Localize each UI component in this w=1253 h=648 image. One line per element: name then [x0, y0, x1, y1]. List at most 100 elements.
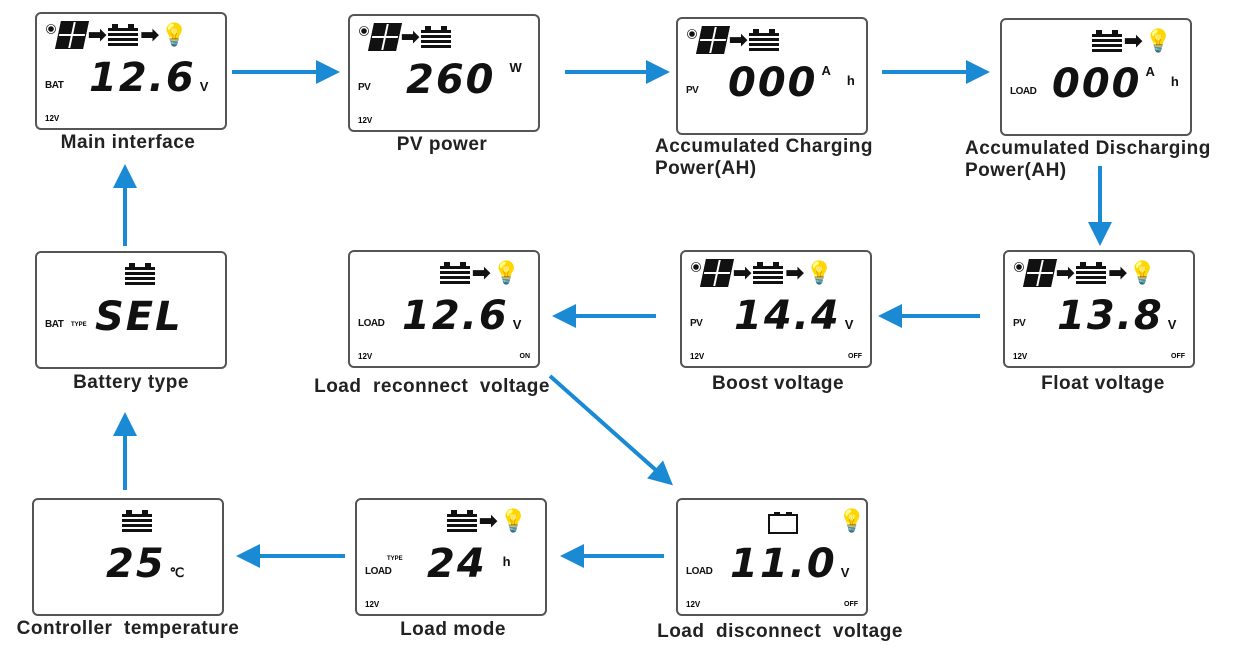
arrow-reconnect-to-disconnect	[548, 374, 673, 486]
unit-label-h: h	[1170, 74, 1179, 89]
caption-main-interface: Main interface	[60, 132, 196, 153]
load-status-label: OFF	[1171, 353, 1185, 360]
arrow-right-icon: ➡	[88, 22, 107, 47]
sun-icon	[689, 31, 695, 37]
load-status-label: ON	[519, 353, 531, 360]
battery-voltage-label: 12V	[1013, 352, 1028, 361]
lcd-value: 12.6	[89, 55, 196, 101]
battery-icon	[421, 26, 452, 50]
solar-panel-icon	[55, 21, 89, 49]
bulb-icon: 💡	[499, 508, 527, 533]
unit-label: V	[512, 317, 522, 332]
solar-panel-icon	[1023, 259, 1057, 287]
bulb-icon: 💡	[805, 260, 834, 285]
battery-icon	[1076, 262, 1107, 286]
battery-voltage-label: 12V	[358, 352, 373, 361]
caption-float-voltage: Float voltage	[1041, 373, 1165, 394]
status-icons: ➡💡	[447, 506, 527, 536]
load-status-label: OFF	[848, 353, 862, 360]
mode-label: LOAD	[365, 566, 392, 577]
type-label: TYPE	[71, 322, 87, 328]
bulb-icon: 💡	[492, 260, 520, 285]
caption-boost-voltage: Boost voltage	[711, 373, 845, 394]
sun-icon	[693, 264, 699, 270]
lcd-value: 11.0	[730, 541, 837, 587]
caption-load-reconnect-voltage: Load reconnect voltage	[314, 376, 550, 397]
arrow-right-icon: ➡	[785, 260, 804, 285]
status-icons: ➡💡	[1092, 26, 1172, 56]
battery-icon	[447, 510, 477, 534]
solar-panel-icon	[700, 259, 734, 287]
status-icons	[125, 259, 155, 289]
caption-accumulated-charging: Accumulated Charging Power(AH)	[655, 136, 873, 179]
mode-label: PV	[1013, 318, 1026, 329]
bulb-off-icon: 💡	[838, 508, 866, 533]
caption-controller-temperature: Controller temperature	[16, 618, 240, 639]
mode-label: LOAD	[1010, 86, 1037, 97]
battery-icon	[440, 262, 470, 286]
unit-label: A	[1145, 64, 1155, 79]
lcd-value: 25	[106, 541, 166, 587]
status-icons: ➡➡💡	[692, 258, 833, 288]
load-status-label: OFF	[844, 601, 858, 608]
mode-label: LOAD	[358, 318, 385, 329]
battery-voltage-label: 12V	[690, 352, 705, 361]
lcd-value: 000	[728, 60, 818, 106]
bulb-icon: 💡	[1144, 28, 1172, 53]
lcd-readout: 260 W	[406, 56, 522, 102]
status-icons: ➡💡	[440, 258, 520, 288]
unit-label: W	[509, 60, 522, 75]
lcd-value: 000	[1052, 61, 1142, 107]
caption-pv-power: PV power	[396, 134, 488, 155]
unit-label: V	[844, 317, 854, 332]
unit-label: V	[199, 79, 209, 94]
mode-label: PV	[686, 85, 699, 96]
lcd-value: 12.6	[402, 293, 509, 339]
status-icons: ➡➡💡	[47, 20, 188, 50]
mode-label: LOAD	[686, 566, 713, 577]
unit-label: V	[840, 565, 850, 580]
status-icons	[122, 506, 152, 536]
lcd-panel-controller-temperature: 25℃	[32, 498, 224, 616]
battery-icon	[122, 510, 152, 534]
battery-empty-icon	[768, 512, 798, 534]
arrow-right-icon: ➡	[401, 24, 420, 49]
unit-label-h: h	[502, 554, 511, 569]
caption-battery-type: Battery type	[73, 372, 189, 393]
caption-load-mode: Load mode	[400, 619, 506, 640]
lcd-value: 260	[406, 57, 496, 103]
caption-accumulated-discharging: Accumulated Discharging Power(AH)	[965, 138, 1211, 181]
mode-label: BAT	[45, 80, 64, 91]
battery-icon	[749, 29, 780, 53]
battery-icon	[753, 262, 784, 286]
mode-label: BAT	[45, 319, 64, 330]
arrow-right-icon: ➡	[729, 27, 748, 52]
arrow-right-icon: ➡	[479, 508, 498, 533]
sun-icon	[361, 28, 367, 34]
status-icons: 💡	[768, 506, 865, 536]
battery-icon	[125, 263, 155, 287]
caption-load-disconnect-voltage: Load disconnect voltage	[657, 621, 903, 642]
arrow-right-icon: ➡	[1124, 28, 1143, 53]
mode-label: PV	[358, 82, 371, 93]
arrow-right-icon: ➡	[140, 22, 159, 47]
sun-icon	[48, 26, 54, 32]
status-icons: ➡➡💡	[1015, 258, 1156, 288]
solar-panel-icon	[696, 26, 730, 54]
unit-label: ℃	[169, 565, 185, 580]
bulb-icon: 💡	[1128, 260, 1157, 285]
battery-voltage-label: 12V	[45, 114, 60, 123]
arrow-right-icon: ➡	[733, 260, 752, 285]
lcd-value: 24	[427, 541, 487, 587]
sun-icon	[1016, 264, 1022, 270]
